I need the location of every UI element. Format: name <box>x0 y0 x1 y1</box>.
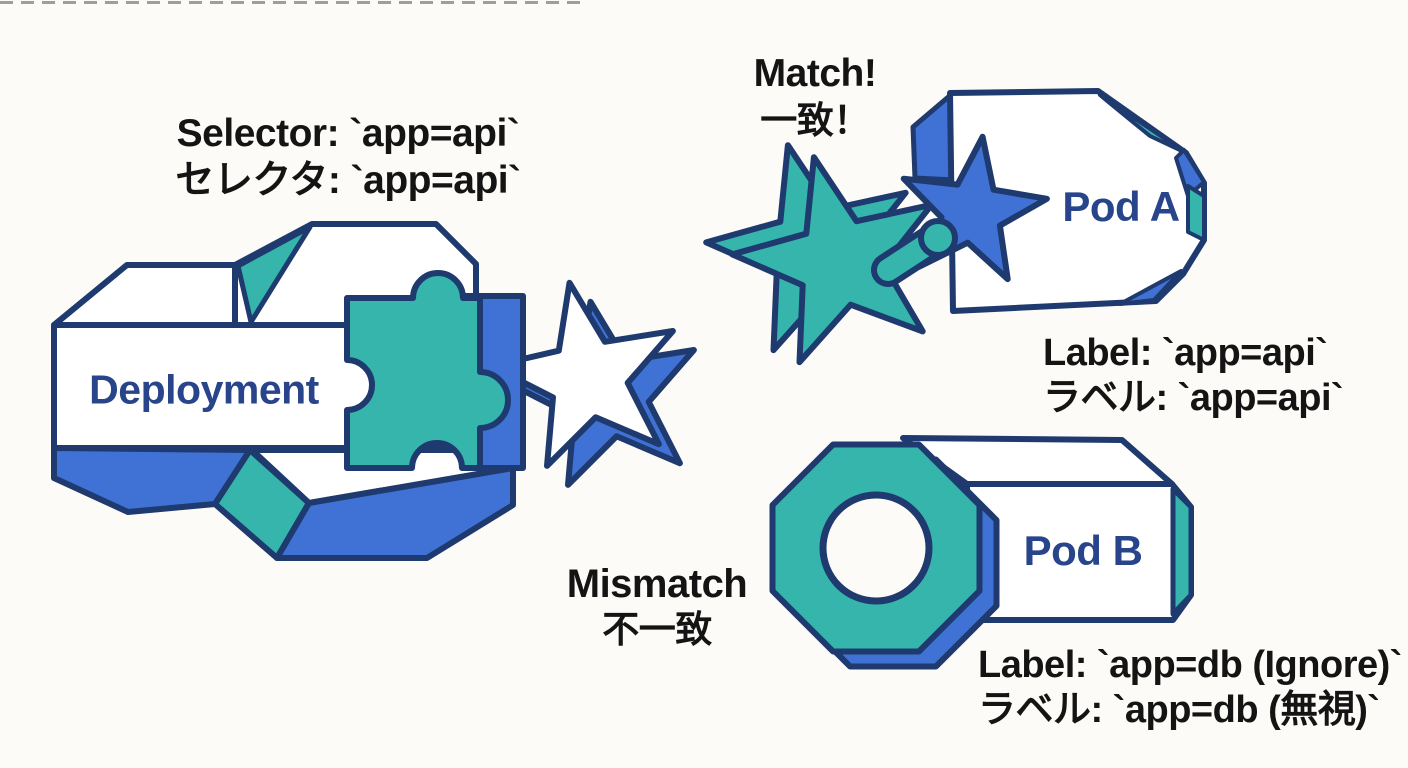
pod-b-title: Pod B <box>1023 527 1143 574</box>
mismatch-caption: Mismatch 不一致 <box>567 562 748 652</box>
pod-b-shape <box>769 435 1194 670</box>
deployment-fold-accent <box>235 224 313 325</box>
pod-a-title: Pod A <box>1062 183 1180 230</box>
mismatch-caption-ja: 不一致 <box>602 609 712 650</box>
deployment-shape <box>51 221 697 561</box>
selector-caption-ja: セレクタ: `app=api` <box>175 159 521 202</box>
nut-hole <box>819 491 933 605</box>
deployment-top-face <box>51 262 238 328</box>
pod-b-label-en: Label: `app=db (Ignore)` <box>978 644 1402 686</box>
pod-a-shape <box>910 88 1207 314</box>
deployment-title: Deployment <box>89 366 319 413</box>
match-stars <box>703 133 1050 366</box>
pod-b-label-ja: ラベル: `app=db (無視)` <box>978 689 1380 731</box>
pod-a-right-accent <box>1186 184 1206 242</box>
selector-caption-en: Selector: `app=api` <box>176 112 520 155</box>
match-caption-ja: 一致！ <box>760 100 870 141</box>
pod-b-label-caption: Label: `app=db (Ignore)` ラベル: `app=db (無… <box>978 643 1402 733</box>
selector-caption: Selector: `app=api` セレクタ: `app=api` <box>175 110 521 204</box>
mismatch-caption-en: Mismatch <box>566 562 748 606</box>
deployment-underside-left <box>51 445 253 515</box>
puzzle-piece-icon <box>344 270 511 471</box>
scan-artifact-line <box>0 1 588 4</box>
pod-a-label-caption: Label: `app=api` ラベル: `app=api` <box>1043 331 1344 421</box>
match-caption: Match! 一致！ <box>754 50 877 144</box>
pod-a-back-tab <box>910 90 956 183</box>
pod-a-label-en: Label: `app=api` <box>1043 332 1328 374</box>
pod-a-label-ja: ラベル: `app=api` <box>1043 377 1344 419</box>
label-star-icon <box>729 154 935 366</box>
pod-b-edge-accent <box>1170 486 1194 617</box>
pod-a-bottom-accent <box>1118 269 1183 306</box>
match-caption-en: Match! <box>753 52 877 95</box>
match-knob-icon <box>918 218 958 258</box>
pod-a-top-accent <box>1098 93 1188 155</box>
deployment-underside-band <box>274 465 516 561</box>
